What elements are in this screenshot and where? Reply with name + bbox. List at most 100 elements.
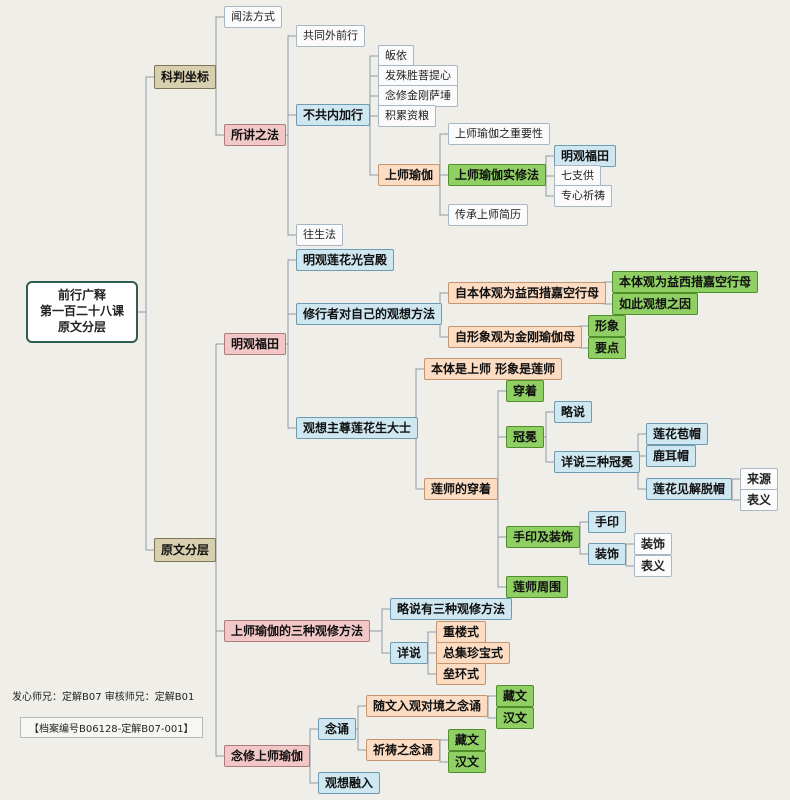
- node-mingguan[interactable]: 明观福田: [554, 145, 617, 167]
- connector-18: [215, 343, 224, 551]
- connector-55: [356, 728, 366, 751]
- node-wenfa[interactable]: 闻法方式: [224, 6, 282, 28]
- node-guanmian[interactable]: 冠冕: [506, 426, 545, 448]
- connector-46: [625, 553, 634, 567]
- connector-11: [369, 114, 378, 176]
- node-qizhi[interactable]: 七支供: [554, 165, 601, 187]
- connector-37: [544, 436, 554, 463]
- connector-49: [427, 631, 436, 654]
- node-lueshuo3[interactable]: 略说有三种观修方法: [390, 598, 513, 620]
- node-suiwen[interactable]: 随文入观对境之念诵: [366, 695, 489, 717]
- connector-6: [286, 134, 296, 236]
- connector-3: [215, 76, 224, 136]
- root-node: 前行广释 第一百二十八课 原文分层: [26, 281, 138, 343]
- node-zongji[interactable]: 总集珍宝式: [436, 642, 511, 664]
- connector-59: [439, 749, 448, 763]
- connector-58: [439, 739, 448, 751]
- connector-23: [286, 343, 296, 429]
- connector-48: [370, 630, 390, 654]
- node-chuanzhe[interactable]: 穿着: [506, 380, 545, 402]
- root-title-line1: 前行广释: [57, 288, 106, 302]
- node-bugong[interactable]: 不共内加行: [296, 104, 371, 126]
- archive-number: 【档案编号B06128-定解B07-001】: [20, 717, 203, 738]
- connector-15: [545, 155, 554, 176]
- node-qidao[interactable]: 祈祷之念诵: [366, 739, 441, 761]
- node-lianshichuan[interactable]: 莲师的穿着: [424, 478, 499, 500]
- node-yuanwen[interactable]: 原文分层: [154, 538, 217, 562]
- node-shangshi[interactable]: 上师瑜伽: [378, 164, 441, 186]
- credits-text: 发心师兄：定解B07 审核师兄：定解B01: [12, 692, 195, 703]
- node-zhouwei[interactable]: 莲师周围: [506, 576, 569, 598]
- connector-2: [215, 16, 224, 78]
- connector-16: [545, 174, 554, 177]
- connector-35: [497, 488, 506, 588]
- node-shouyin2[interactable]: 手印: [588, 511, 627, 533]
- connector-45: [625, 543, 634, 555]
- node-zhuangshi2[interactable]: 装饰: [634, 533, 673, 555]
- connector-57: [487, 705, 496, 719]
- node-bentiguan[interactable]: 本体观为益西措嘉空行母: [612, 271, 759, 293]
- connector-52: [309, 728, 318, 757]
- node-guanxiangrong[interactable]: 观想融入: [318, 772, 381, 794]
- node-faxin[interactable]: 发殊胜菩提心: [378, 65, 458, 87]
- node-wangsheng[interactable]: 往生法: [296, 224, 343, 246]
- node-hanwen1[interactable]: 汉文: [496, 707, 535, 729]
- node-biaoyi1[interactable]: 表义: [740, 489, 779, 511]
- node-xiangshuo2[interactable]: 详说: [390, 642, 429, 664]
- node-gongtong[interactable]: 共同外前行: [296, 25, 365, 47]
- connector-34: [497, 488, 506, 538]
- node-xiuxing[interactable]: 修行者对自己的观想方法: [296, 303, 443, 325]
- node-lueshuo[interactable]: 略说: [554, 401, 593, 423]
- node-chonglou[interactable]: 重楼式: [436, 621, 487, 643]
- node-sanzhong[interactable]: 上师瑜伽的三种观修方法: [224, 620, 371, 642]
- node-suojiang[interactable]: 所讲之法: [224, 124, 287, 146]
- node-hanwen2[interactable]: 汉文: [448, 751, 487, 773]
- connector-20: [215, 549, 224, 757]
- connector-44: [579, 536, 588, 555]
- node-leihuan[interactable]: 垒环式: [436, 663, 487, 685]
- node-jiantuo[interactable]: 莲花见解脱帽: [646, 478, 733, 500]
- node-laiyuan[interactable]: 来源: [740, 468, 779, 490]
- node-zixing[interactable]: 自形象观为金刚瑜伽母: [448, 326, 583, 348]
- node-zangwen1[interactable]: 藏文: [496, 685, 535, 707]
- connector-53: [309, 755, 318, 784]
- connector-33: [497, 436, 506, 490]
- connector-12: [439, 133, 448, 176]
- connector-56: [487, 695, 496, 707]
- node-zangwen2[interactable]: 藏文: [448, 729, 487, 751]
- node-shixiu[interactable]: 上师瑜伽实修法: [448, 164, 547, 186]
- node-zhuangshi[interactable]: 装饰: [588, 543, 627, 565]
- node-lu[interactable]: 鹿耳帽: [646, 445, 697, 467]
- connector-32: [497, 390, 506, 490]
- node-bentishang[interactable]: 本体是上师 形象是莲师: [424, 358, 563, 380]
- node-mingguanfutian[interactable]: 明观福田: [224, 333, 287, 355]
- connector-7: [369, 55, 378, 116]
- node-biaoyi2[interactable]: 表义: [634, 555, 673, 577]
- node-nianxiushang[interactable]: 念修上师瑜伽: [224, 745, 311, 767]
- node-guanxiang[interactable]: 观想主尊莲花生大士: [296, 417, 419, 439]
- connector-51: [427, 652, 436, 675]
- node-xiangshuo[interactable]: 详说三种冠冕: [554, 451, 641, 473]
- node-baomao[interactable]: 莲花苞帽: [646, 423, 709, 445]
- connector-43: [579, 521, 588, 538]
- node-yaodian[interactable]: 要点: [588, 337, 627, 359]
- node-niansong[interactable]: 念诵: [318, 718, 357, 740]
- node-benti[interactable]: 自本体观为益西措嘉空行母: [448, 282, 607, 304]
- node-chuancheng[interactable]: 传承上师简历: [448, 204, 528, 226]
- node-ruci[interactable]: 如此观想之因: [612, 293, 699, 315]
- connector-41: [731, 478, 740, 490]
- node-lianhua[interactable]: 明观莲花光宫殿: [296, 249, 395, 271]
- node-shouyin[interactable]: 手印及装饰: [506, 526, 581, 548]
- node-zhongyao[interactable]: 上师瑜伽之重要性: [448, 123, 550, 145]
- node-kepan[interactable]: 科判坐标: [154, 65, 217, 89]
- connector-42: [731, 488, 740, 501]
- node-guiyi[interactable]: 皈依: [378, 45, 414, 67]
- node-zhuanxin[interactable]: 专心祈祷: [554, 185, 612, 207]
- connector-22: [286, 313, 296, 345]
- node-xingxiang[interactable]: 形象: [588, 315, 627, 337]
- node-nianxiu[interactable]: 念修金刚萨埵: [378, 85, 458, 107]
- connector-36: [544, 411, 554, 438]
- node-jilei[interactable]: 积累资粮: [378, 105, 436, 127]
- connector-19: [215, 549, 224, 632]
- connector-47: [370, 608, 390, 632]
